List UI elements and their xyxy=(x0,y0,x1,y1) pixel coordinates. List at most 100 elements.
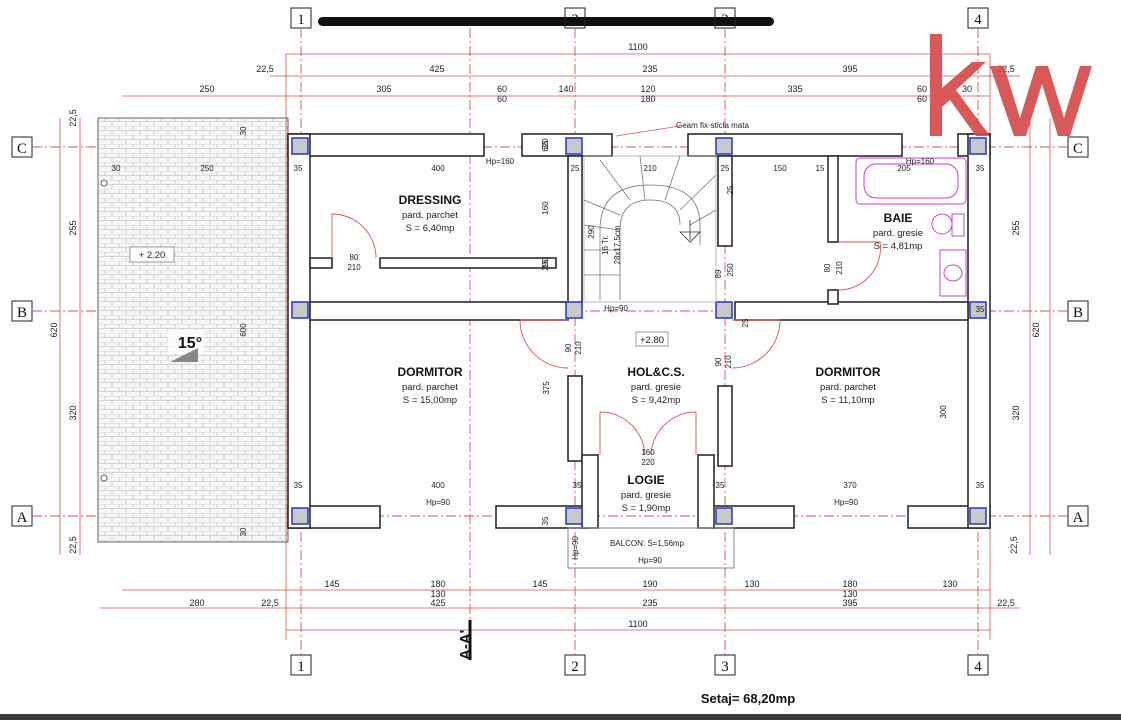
idim-30a: 30 xyxy=(112,164,121,173)
kw-logo xyxy=(930,34,1092,136)
idim-80a: 80 xyxy=(350,253,359,262)
hp-6: Hp=90 xyxy=(638,556,662,565)
idim-35j: 620 xyxy=(541,138,550,152)
dim-sub-4: 60 xyxy=(497,94,507,104)
idim-210c: 210 xyxy=(724,355,733,369)
stair-size: 28x17,5cm xyxy=(613,225,622,264)
dim-sub-11: 30 xyxy=(962,84,972,94)
dim-bot2-5: 395 xyxy=(842,598,857,608)
dim-bot-5: 190 xyxy=(642,579,657,589)
idim-35f: 35 xyxy=(716,481,725,490)
top-dimensions: 1100 22,5 425 235 395 22,5 250 305 60 60… xyxy=(199,42,1014,104)
dim-sub-2: 305 xyxy=(376,84,391,94)
idim-89: 89 xyxy=(714,269,723,278)
bathroom-fixtures xyxy=(855,157,967,297)
dim-bot-6: 130 xyxy=(744,579,759,589)
idim-25b: 25 xyxy=(721,164,730,173)
idim-210d: 210 xyxy=(347,263,361,272)
idim-35c: 35 xyxy=(976,164,985,173)
room-hall-finish: pard. gresie xyxy=(631,382,681,393)
room-bedroom2-finish: pard. parchet xyxy=(820,382,876,393)
dim-top-2: 425 xyxy=(429,64,444,74)
idim-30b: 30 xyxy=(239,126,248,135)
total-area: Setaj= 68,20mp xyxy=(701,691,795,706)
idim-250: 250 xyxy=(200,164,214,173)
idim-210b: 210 xyxy=(574,341,583,355)
room-labels: DRESSING pard. parchet S = 6,40mp BAIE p… xyxy=(397,193,923,514)
idim-25d: 25 xyxy=(726,185,735,194)
dim-left-4: 320 xyxy=(68,405,78,420)
grid-col-1-bottom: 1 xyxy=(297,659,305,675)
hp-7: Hp=90 xyxy=(571,536,580,560)
room-dressing-area: S = 6,40mp xyxy=(406,223,455,234)
room-bedroom2-area: S = 11,10mp xyxy=(821,395,874,406)
dim-sub-5: 140 xyxy=(558,84,573,94)
walls xyxy=(287,133,991,529)
dim-right-3: 620 xyxy=(1031,322,1041,337)
room-bedroom2-name: DORMITOR xyxy=(815,365,880,379)
section-mark: A-A' xyxy=(457,630,474,660)
side-dimensions: 22,5 255 620 320 22,5 22,5 255 620 320 xyxy=(49,109,1041,554)
dim-total-top: 1100 xyxy=(628,42,647,52)
dim-sub-3: 60 xyxy=(497,84,507,94)
dim-bot-1: 145 xyxy=(324,579,339,589)
idim-25a: 25 xyxy=(571,164,580,173)
dim-sub-10: 60 xyxy=(917,94,927,104)
bottom-dimensions: 145 180 130 145 190 130 180 130 130 280 … xyxy=(189,579,1014,629)
dim-sub-1: 250 xyxy=(199,84,214,94)
idim-15c: 290 xyxy=(541,257,550,271)
roof-slope: 15° xyxy=(178,335,202,352)
dim-sub-7: 180 xyxy=(640,94,655,104)
window-note: Geam fix-sticla mata xyxy=(676,121,749,130)
idim-370: 370 xyxy=(843,481,857,490)
dim-sub-6: 120 xyxy=(640,84,655,94)
dim-bot-4: 145 xyxy=(532,579,547,589)
dim-left-5: 22,5 xyxy=(68,536,78,554)
dim-bot-9: 130 xyxy=(942,579,957,589)
bottom-edge-band xyxy=(0,714,1121,720)
dim-top-1: 22,5 xyxy=(256,64,274,74)
idim-35d: 35 xyxy=(294,481,303,490)
grid-row-c-left: C xyxy=(17,141,27,157)
hp-3: Hp=90 xyxy=(604,304,628,313)
hp-1: Hp=160 xyxy=(486,157,515,166)
grid-row-b-right: B xyxy=(1073,305,1083,321)
grid-labels-bottom: 1 2 3 4 xyxy=(290,654,989,676)
room-hall-area: S = 9,42mp xyxy=(632,395,681,406)
staircase xyxy=(583,155,717,303)
idim-210e: 210 xyxy=(835,261,844,275)
idim-15b: 15 xyxy=(541,259,550,268)
room-bath-name: BAIE xyxy=(884,211,913,225)
room-logia-finish: pard. gresie xyxy=(621,490,671,501)
idim-250b: 250 xyxy=(726,263,735,277)
dim-bot-3: 130 xyxy=(430,589,445,599)
grid-row-a-left: A xyxy=(17,510,28,526)
grid-col-1-top: 1 xyxy=(297,12,305,28)
hp-labels: Hp=160 Hp=160 Hp=90 Hp=90 Hp=90 Hp=90 Hp… xyxy=(426,157,935,565)
dim-bot2-2: 22,5 xyxy=(261,598,279,608)
dim-bot-2: 180 xyxy=(430,579,445,589)
idim-90b: 90 xyxy=(714,357,723,366)
grid-col-3-top: 2 xyxy=(721,12,729,28)
idim-30c: 30 xyxy=(239,527,248,536)
dim-bot2-1: 280 xyxy=(189,598,204,608)
idim-35e: 35 xyxy=(573,481,582,490)
idim-35a: 35 xyxy=(294,164,303,173)
room-dressing-finish: pard. parchet xyxy=(402,210,458,221)
dim-right-2: 255 xyxy=(1011,220,1021,235)
interior-dimensions: 30 250 30 30 400 35 35 25 210 25 150 15 … xyxy=(112,126,985,536)
room-logia-name: LOGIE xyxy=(627,473,664,487)
dim-bot-8: 130 xyxy=(842,589,857,599)
idim-205: 205 xyxy=(897,164,911,173)
idim-35g: 35 xyxy=(976,481,985,490)
dim-left-3: 620 xyxy=(49,322,59,337)
room-bedroom1-finish: pard. parchet xyxy=(402,382,458,393)
idim-35i: 35 xyxy=(541,516,550,525)
roof-terrace: + 2.20 15° xyxy=(97,117,289,543)
grid-col-4-bottom: 4 xyxy=(974,659,982,675)
grid-row-c-right: C xyxy=(1073,141,1083,157)
level-tag-2-20 xyxy=(129,246,175,263)
room-hall-name: HOL&C.S. xyxy=(627,365,684,379)
grid-col-2-top: 2 xyxy=(571,12,579,28)
